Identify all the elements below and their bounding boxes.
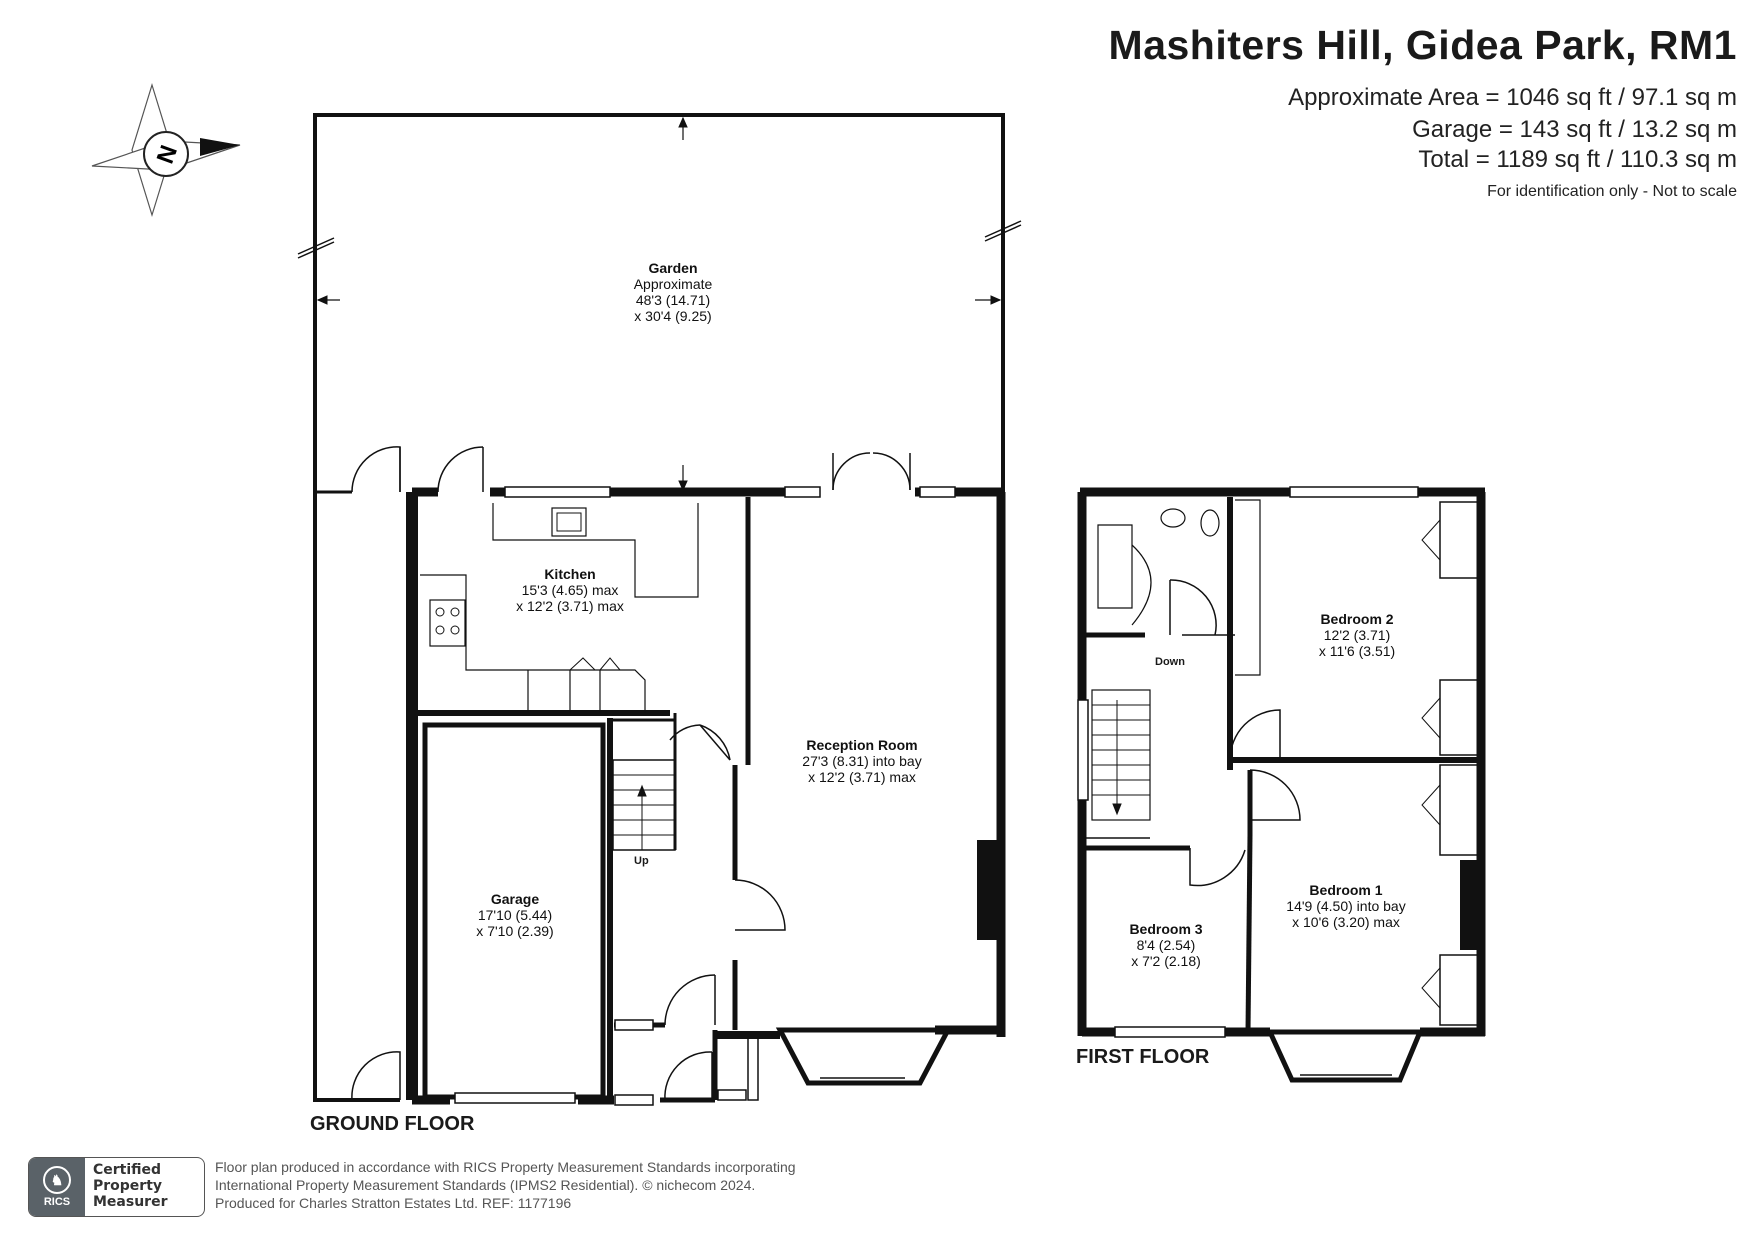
badge-line: Certified — [93, 1162, 162, 1178]
stairs-up-label: Up — [634, 855, 649, 867]
room-label-bedroom-1: Bedroom 1 14'9 (4.50) into bay x 10'6 (3… — [1286, 882, 1405, 930]
room-dimension: 8'4 (2.54) — [1136, 937, 1196, 953]
footer-credits: Floor plan produced in accordance with R… — [215, 1158, 796, 1212]
room-dimension: 12'2 (3.71) — [1323, 627, 1391, 643]
footer-line: Produced for Charles Stratton Estates Lt… — [215, 1195, 572, 1211]
room-dimension: x 7'10 (2.39) — [476, 923, 554, 939]
stairs-down-label: Down — [1155, 656, 1185, 668]
ground-floor-plan — [297, 113, 1022, 1106]
room-dimension: x 12'2 (3.71) max — [808, 769, 916, 785]
room-name: Bedroom 3 — [1129, 921, 1203, 937]
first-floor-label: FIRST FLOOR — [1076, 1046, 1210, 1068]
badge-line: Property — [93, 1178, 163, 1194]
room-detail: Approximate — [633, 276, 713, 292]
room-name: Kitchen — [544, 566, 596, 582]
room-dimension: 48'3 (14.71) — [635, 292, 711, 308]
rics-brand: RICS — [43, 1196, 71, 1208]
room-dimension: x 12'2 (3.71) max — [516, 598, 624, 614]
room-dimension: x 11'6 (3.51) — [1318, 643, 1396, 659]
approximate-area: Approximate Area = 1046 sq ft / 97.1 sq … — [1288, 84, 1737, 111]
room-dimension: 14'9 (4.50) into bay — [1286, 898, 1406, 914]
room-dimension: 15'3 (4.65) max — [521, 582, 619, 598]
compass-icon: N — [91, 82, 241, 218]
badge-text: Certified Property Measurer — [93, 1162, 167, 1210]
rics-certified-badge: ♞ RICS Certified Property Measurer — [28, 1157, 205, 1217]
footer-line: International Property Measurement Stand… — [215, 1177, 756, 1193]
room-label-kitchen: Kitchen 15'3 (4.65) max x 12'2 (3.71) ma… — [516, 566, 624, 614]
footer-line: Floor plan produced in accordance with R… — [215, 1159, 796, 1175]
ground-floor-label: GROUND FLOOR — [310, 1113, 475, 1135]
room-name: Reception Room — [806, 737, 918, 753]
room-dimension: x 30'4 (9.25) — [634, 308, 712, 324]
room-label-reception: Reception Room 27'3 (8.31) into bay x 12… — [802, 737, 921, 785]
property-title: Mashiters Hill, Gidea Park, RM1 — [1108, 22, 1737, 68]
garage-area: Garage = 143 sq ft / 13.2 sq m — [1412, 116, 1737, 143]
room-dimension: x 7'2 (2.18) — [1131, 953, 1201, 969]
room-name: Garage — [490, 891, 540, 907]
room-name: Bedroom 2 — [1320, 611, 1394, 627]
room-name: Bedroom 1 — [1309, 882, 1383, 898]
room-dimension: 27'3 (8.31) into bay — [802, 753, 922, 769]
rics-logo: ♞ RICS — [29, 1158, 85, 1216]
room-label-garden: Garden Approximate 48'3 (14.71) x 30'4 (… — [634, 260, 713, 324]
disclaimer-note: For identification only - Not to scale — [1487, 183, 1737, 200]
total-area: Total = 1189 sq ft / 110.3 sq m — [1418, 146, 1737, 173]
badge-line: Measurer — [93, 1194, 168, 1210]
lion-icon: ♞ — [43, 1166, 71, 1194]
room-label-garage: Garage 17'10 (5.44) x 7'10 (2.39) — [476, 891, 553, 939]
first-floor-plan — [1077, 486, 1486, 1083]
room-name: Garden — [648, 260, 698, 276]
room-label-bedroom-3: Bedroom 3 8'4 (2.54) x 7'2 (2.18) — [1129, 921, 1202, 969]
room-dimension: 17'10 (5.44) — [477, 907, 553, 923]
room-label-bedroom-2: Bedroom 2 12'2 (3.71) x 11'6 (3.51) — [1319, 611, 1395, 659]
room-dimension: x 10'6 (3.20) max — [1292, 914, 1400, 930]
